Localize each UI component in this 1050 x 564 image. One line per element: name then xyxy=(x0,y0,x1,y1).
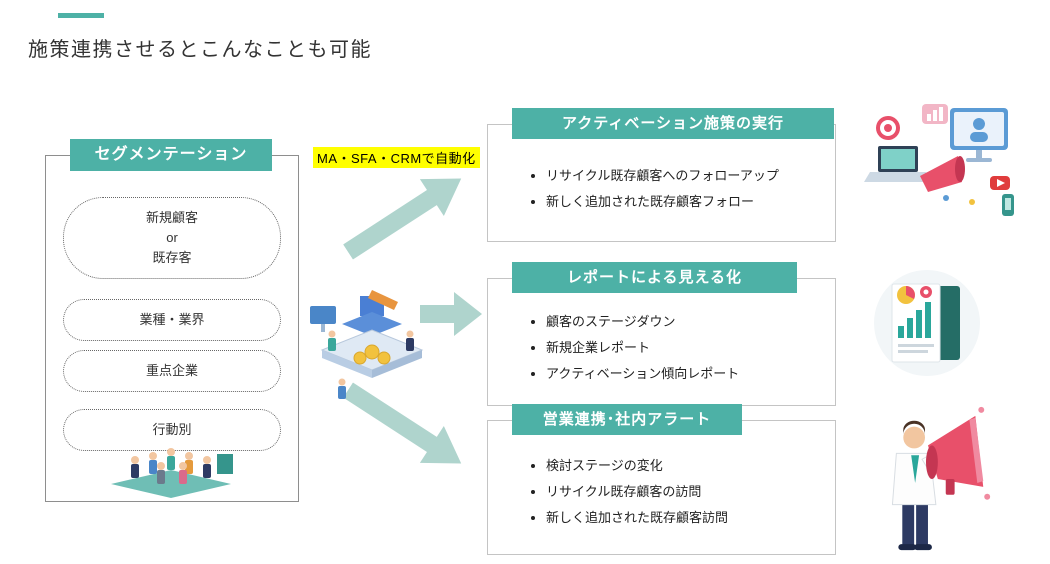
customer-group-illustration xyxy=(95,444,247,498)
outcome-header-report: レポートによる見える化 xyxy=(512,262,797,293)
outcome-bullet-list: リサイクル既存顧客へのフォローアップ 新しく追加された既存顧客フォロー xyxy=(488,165,835,210)
flow-arrow-bottom-icon xyxy=(336,372,473,482)
segmentation-item-line: 重点企業 xyxy=(145,362,198,378)
bullet-item: 検討ステージの変化 xyxy=(546,455,827,474)
bullet-item: リサイクル既存顧客へのフォローアップ xyxy=(546,165,827,184)
segmentation-item-line: 既存客 xyxy=(152,250,192,266)
outcome-header-activation: アクティベーション施策の実行 xyxy=(512,108,834,139)
bullet-item: 新しく追加された既存顧客訪問 xyxy=(546,507,827,526)
flow-arrow-middle-icon xyxy=(420,292,482,336)
segmentation-item-line: or xyxy=(166,229,178,245)
segmentation-item-behavior: 行動別 xyxy=(63,409,281,451)
segmentation-item-line: 行動別 xyxy=(152,421,192,437)
outcome-bullet-list: 検討ステージの変化 リサイクル既存顧客の訪問 新しく追加された既存顧客訪問 xyxy=(488,455,835,526)
outcome-header-sales-alert: 営業連携･社内アラート xyxy=(512,404,742,435)
bullet-item: 新規企業レポート xyxy=(546,337,827,356)
bullet-item: 新しく追加された既存顧客フォロー xyxy=(546,191,827,210)
title-accent-line xyxy=(58,13,104,18)
outcome-box-activation: リサイクル既存顧客へのフォローアップ 新しく追加された既存顧客フォロー xyxy=(487,124,836,242)
bullet-item: リサイクル既存顧客の訪問 xyxy=(546,481,827,500)
segmentation-item-line: 業種・業界 xyxy=(139,311,205,327)
segmentation-item-key-accounts: 重点企業 xyxy=(63,350,281,392)
page-title: 施策連携させるとこんなことも可能 xyxy=(28,39,372,61)
segmentation-header: セグメンテーション xyxy=(70,139,272,171)
automation-highlight-label: MA・SFA・CRMで自動化 xyxy=(313,147,480,168)
sales-megaphone-man-illustration xyxy=(858,402,993,555)
automation-factory-illustration xyxy=(302,272,442,404)
flow-arrow-top-icon xyxy=(336,160,473,270)
segmentation-item-line: 新規顧客 xyxy=(145,209,198,225)
outcome-bullet-list: 顧客のステージダウン 新規企業レポート アクティベーション傾向レポート xyxy=(488,311,835,382)
marketing-devices-megaphone-illustration xyxy=(862,98,1017,223)
outcome-box-report: 顧客のステージダウン 新規企業レポート アクティベーション傾向レポート xyxy=(487,278,836,406)
report-charts-illustration xyxy=(872,268,982,378)
segmentation-item-customer-type: 新規顧客 or 既存客 xyxy=(63,197,281,279)
bullet-item: 顧客のステージダウン xyxy=(546,311,827,330)
outcome-box-sales-alert: 検討ステージの変化 リサイクル既存顧客の訪問 新しく追加された既存顧客訪問 xyxy=(487,420,836,555)
bullet-item: アクティベーション傾向レポート xyxy=(546,363,827,382)
segmentation-item-industry: 業種・業界 xyxy=(63,299,281,341)
